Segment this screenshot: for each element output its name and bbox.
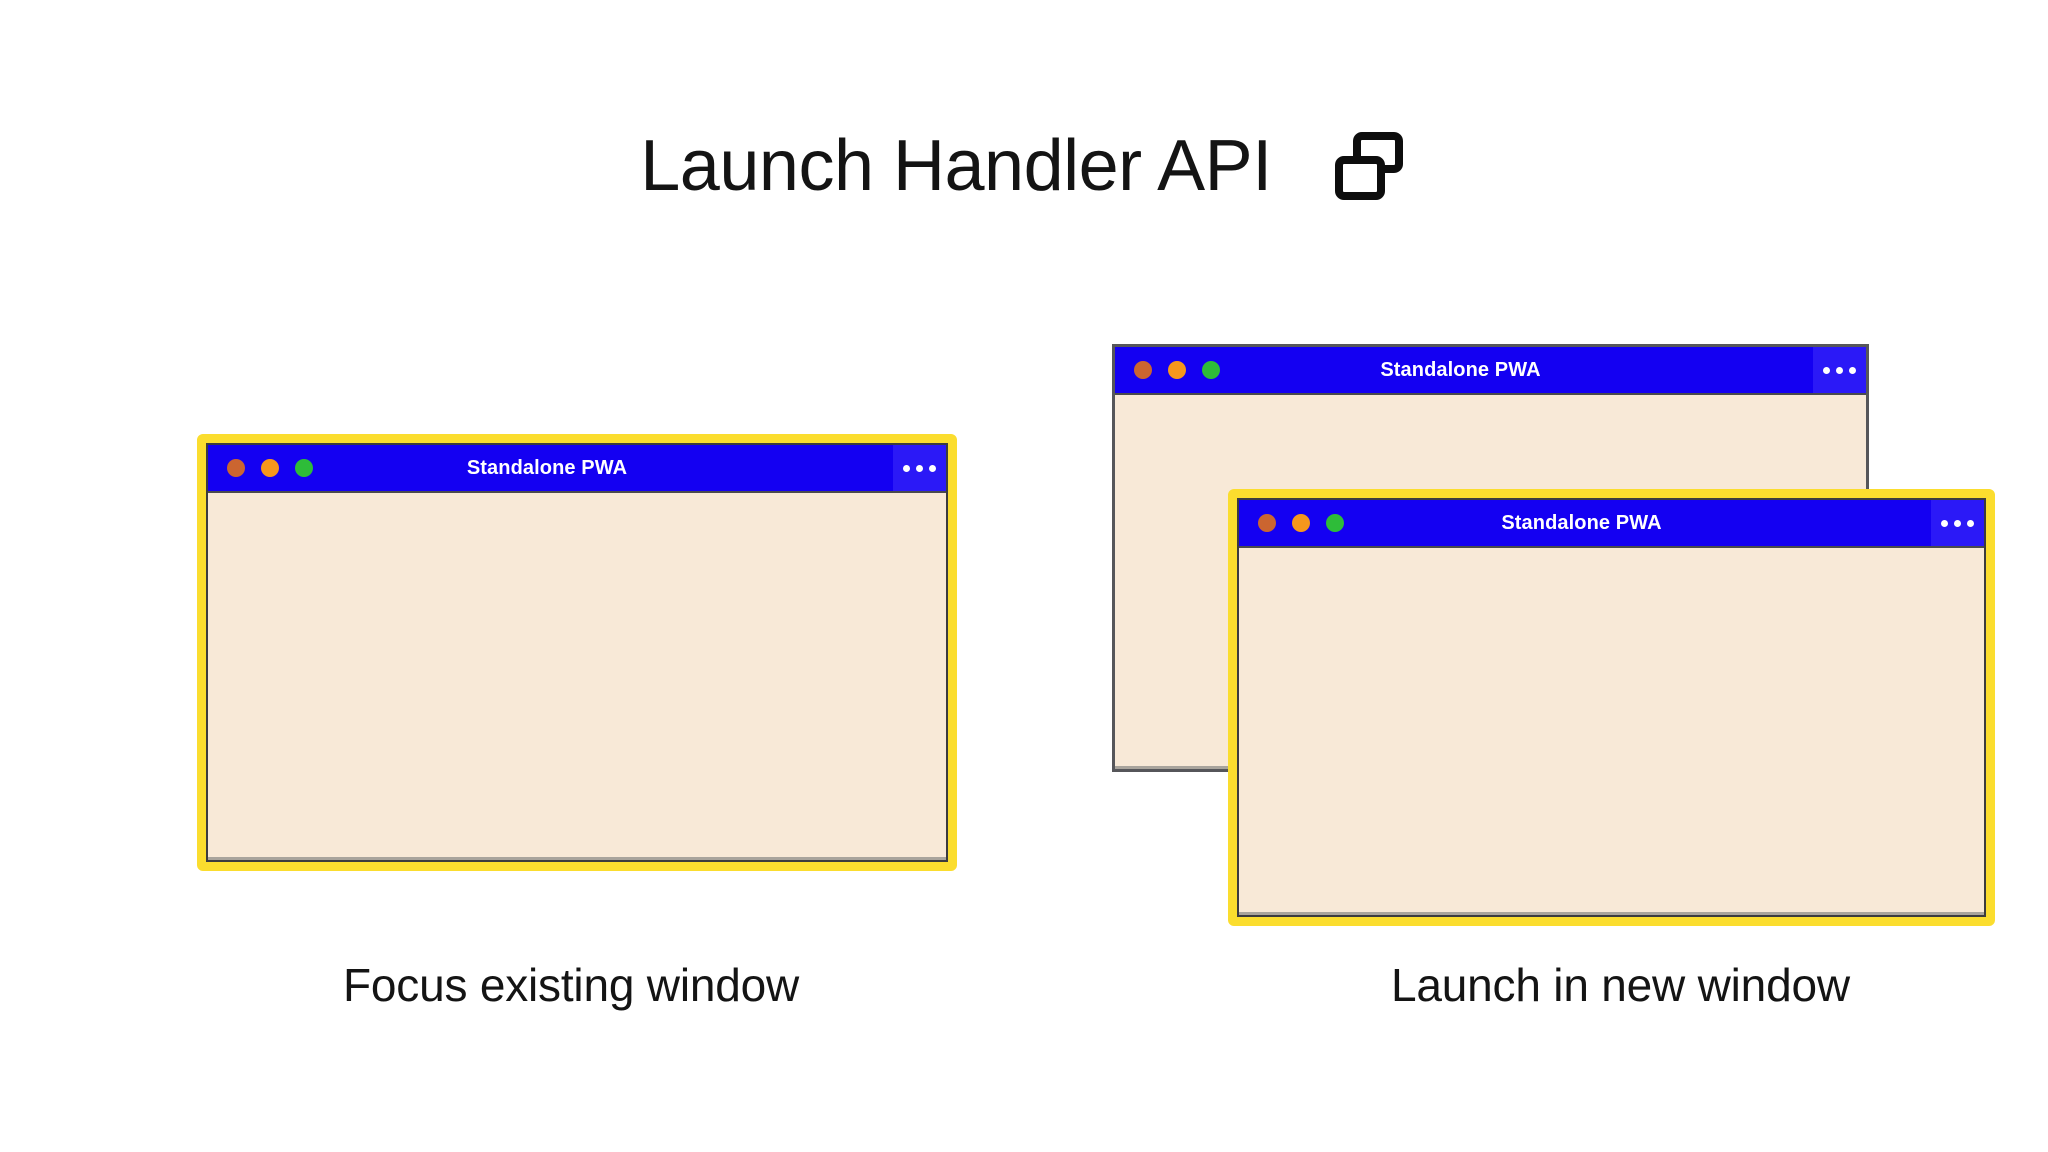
ellipsis-dot [1967,519,1974,527]
page-title: Launch Handler API [640,126,1272,206]
window-frame: Standalone PWA [206,443,948,862]
ellipsis-dot [1823,366,1830,374]
minimize-dot-icon[interactable] [1292,514,1310,532]
window-titlebar[interactable]: Standalone PWA [1115,347,1866,395]
ellipsis-dot [903,464,910,472]
ellipsis-icon[interactable] [893,445,946,491]
traffic-light-controls[interactable] [1134,361,1220,379]
ellipsis-dot [1954,519,1961,527]
maximize-dot-icon[interactable] [1326,514,1344,532]
window-frame: Standalone PWA [1237,498,1986,917]
close-dot-icon[interactable] [1134,361,1152,379]
maximize-dot-icon[interactable] [1202,361,1220,379]
ellipsis-icon[interactable] [1813,347,1866,393]
window-titlebar[interactable]: Standalone PWA [208,445,946,493]
window-title: Standalone PWA [466,456,628,479]
multi-window-icon [1334,132,1403,200]
minimize-dot-icon[interactable] [1168,361,1186,379]
minimize-dot-icon[interactable] [261,459,279,477]
ellipsis-icon[interactable] [1931,500,1984,546]
caption-focus-existing: Focus existing window [343,959,800,1011]
traffic-light-controls[interactable] [1258,514,1344,532]
window-title: Standalone PWA [1501,511,1662,534]
close-dot-icon[interactable] [1258,514,1276,532]
ellipsis-dot [929,464,936,472]
maximize-dot-icon[interactable] [295,459,313,477]
window-title: Standalone PWA [1380,358,1541,381]
ellipsis-dot [1941,519,1948,527]
ellipsis-dot [916,464,923,472]
window-titlebar[interactable]: Standalone PWA [1239,500,1984,548]
page-header: Launch Handler API [0,118,2048,214]
caption-launch-new: Launch in new window [1391,959,1850,1011]
ellipsis-dot [1836,366,1843,374]
close-dot-icon[interactable] [227,459,245,477]
ellipsis-dot [1849,366,1856,374]
traffic-light-controls[interactable] [227,459,313,477]
pwa-window-new[interactable]: Standalone PWA [1228,489,1995,926]
window-content-area [1239,548,1984,915]
window-content-area [208,493,946,860]
pwa-window-focus-existing[interactable]: Standalone PWA [197,434,957,871]
